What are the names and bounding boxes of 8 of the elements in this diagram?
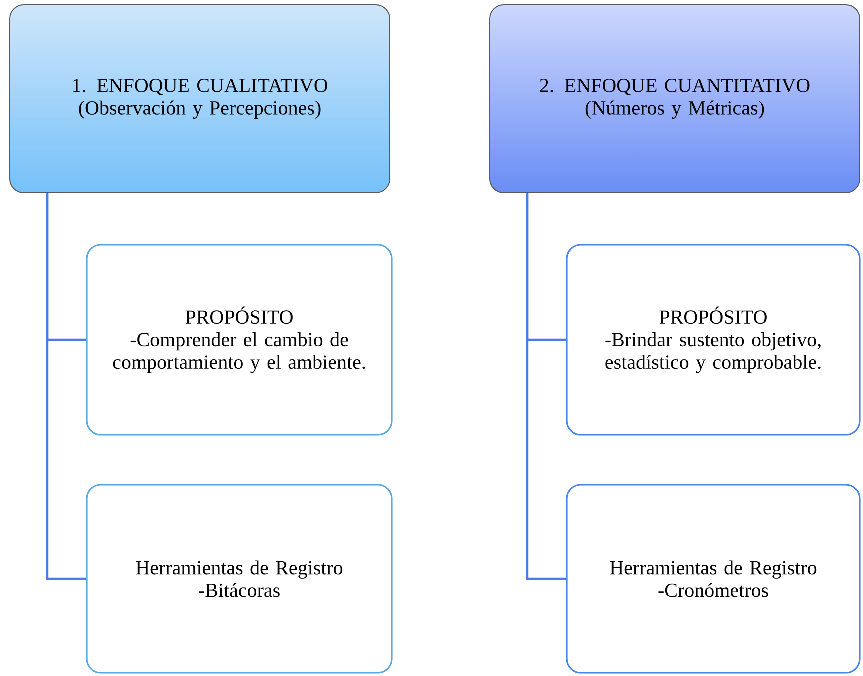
connector-line <box>526 194 566 580</box>
content-box: PROPÓSITO -Comprender el cambio de comportamiento y el ambiente. <box>86 244 393 436</box>
content-box: Herramientas de Registro -Cronómetros <box>566 484 861 674</box>
heading-box: 2. ENFOQUE CUANTITATIVO (Números y Métricas) <box>490 4 860 194</box>
heading-box: 1. ENFOQUE CUALITATIVO (Observación y Percepciones) <box>10 4 390 194</box>
connector-line <box>46 194 86 580</box>
content-box: Herramientas de Registro -Bitácoras <box>86 484 393 674</box>
content-box: PROPÓSITO -Brindar sustento objetivo, estadístico y comprobable. <box>566 244 861 436</box>
